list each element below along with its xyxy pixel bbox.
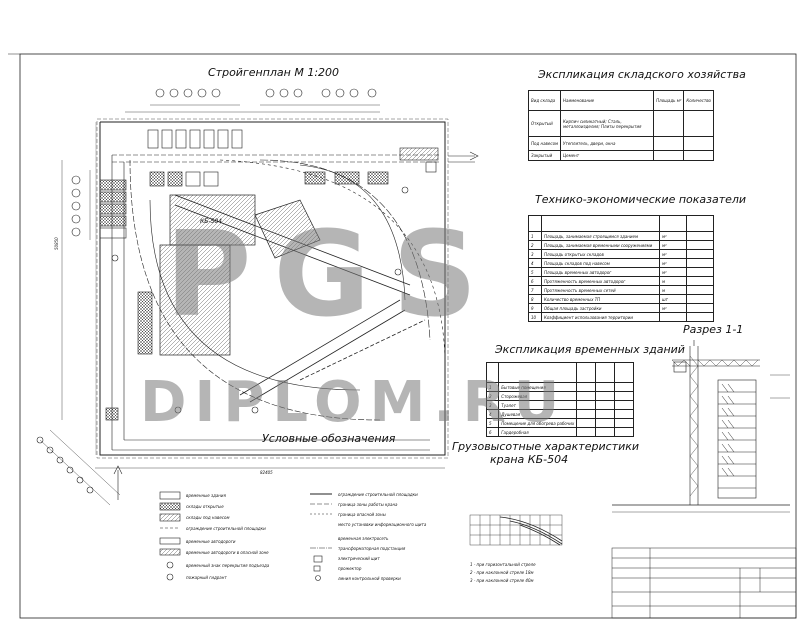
site-entry [36,429,123,506]
tep-row-8: Количество временных ТП [541,294,660,304]
tep-row-4: Площадь складов под навесом [541,258,660,268]
section-1-1 [612,340,790,513]
wh-r0c0: Открытый [527,110,562,137]
section-title: Разрез 1-1 [683,323,744,336]
legend-right-6: трансформаторная подстанция [338,546,406,551]
wh-r2c1: Цемент [560,150,655,161]
crane-chart-title-1: Грузовысотные характеристики [452,440,640,453]
wh-r0c1: Кирпич силикатный; Сталь, металлоизделия… [560,110,655,137]
legend-left-2: склады открытые [186,504,224,509]
tep-row-2: Площадь, занимаемая временными сооружени… [541,240,660,250]
legend-left-7: временный знак перекрытия подъезда [186,563,270,568]
warehouse-title: Экспликация складского хозяйства [538,68,746,81]
tep-title: Технико-экономические показатели [535,193,747,206]
legend-left-1: временные здания [186,493,226,498]
tb-row-3: Туалет [498,400,578,410]
wh-h2: Площадь м² [653,90,685,111]
legend-title: Условные обозначения [262,432,396,445]
tep-row-6: Протяженность временных автодорог [541,276,660,286]
right-entry [448,151,479,163]
tb-row-6: Гардеробная [498,427,578,437]
crane-load-chart [469,514,563,546]
legend-right-3: граница опасной зоны [338,512,386,517]
dim-bottom: 82405 [260,470,273,475]
legend-left-8: пожарный гидрант [186,575,227,580]
site-plan-title: Стройгенплан М 1:200 [208,66,340,79]
legend-left-4: ограждение строительной площадки [186,526,266,531]
dim-left: 50850 [54,237,59,250]
legend-left-3: склады под навесом [186,515,230,520]
legend-right-5: временная электросеть [338,536,389,541]
tb-row-5: Помещение для обогрева рабочих [498,418,578,428]
crane-chart-title-2: крана КБ-504 [490,453,569,466]
crane-note-1: 1 - при горизонтальной стреле [470,562,536,567]
tep-row-9: Общая площадь застройки [541,303,660,313]
legend-right-1: ограждение строительной площадки [338,492,418,497]
tep-row-1: Площадь, занимаемая строящимся зданием [541,231,660,241]
legend-left-5: временные автодороги [186,539,236,544]
hydrants [111,186,409,414]
tep-row-7: Протяженность временных сетей [541,285,660,295]
wh-r1c0: Под навесом [527,136,562,151]
tb-row-2: Сторожевая [498,391,578,401]
legend-right-4: место установки информационного щита [338,522,427,527]
legend-right-8: прожектор [338,566,362,571]
tb-row-1: Бытовые помещения [498,382,578,392]
crane-mast [671,340,760,505]
legend-right-7: электрический щит [338,556,380,561]
crane-zone-arcs [129,159,446,421]
temp-buildings-title: Экспликация временных зданий [495,343,685,356]
building-under-construction [159,194,321,356]
temporary-buildings-top [147,129,439,187]
wh-h3: Количество [683,90,714,111]
legend-right-9: линия контрольной проверки [338,576,401,581]
crane-rail [174,194,426,403]
sheet-frame [8,53,797,619]
crane-note-3: 3 - при наклонной стреле 40м [470,578,534,583]
crane-label: КБ-504 [200,218,222,225]
wh-h1: Наименование [560,90,655,111]
wh-r1c1: Утеплитель, двери, окна [560,136,655,151]
site-fence [99,121,446,456]
tep-row-3: Площадь открытых складов [541,249,660,259]
temporary-buildings-left [99,179,153,421]
crane-note-2: 2 - при наклонной стреле 18м [470,570,534,575]
tep-row-10: Коэффициент использования территории [541,312,660,322]
wh-r2c0: Закрытый [527,150,562,161]
tb-row-4: Душевая [498,409,578,419]
site-plan [36,88,479,506]
temporary-roads [111,154,440,451]
title-block [611,547,797,619]
legend-symbols [159,491,332,581]
legend-left-6: временные автодороги в опасной зоне [186,550,269,555]
left-axis-bubbles [71,170,91,240]
building-section [717,379,757,499]
legend-right-2: граница зоны работы крана [338,502,398,507]
tep-row-5: Площадь временных автодорог [541,267,660,277]
wh-h0: Вид склада [527,90,562,111]
top-axis-bubbles [125,88,380,113]
